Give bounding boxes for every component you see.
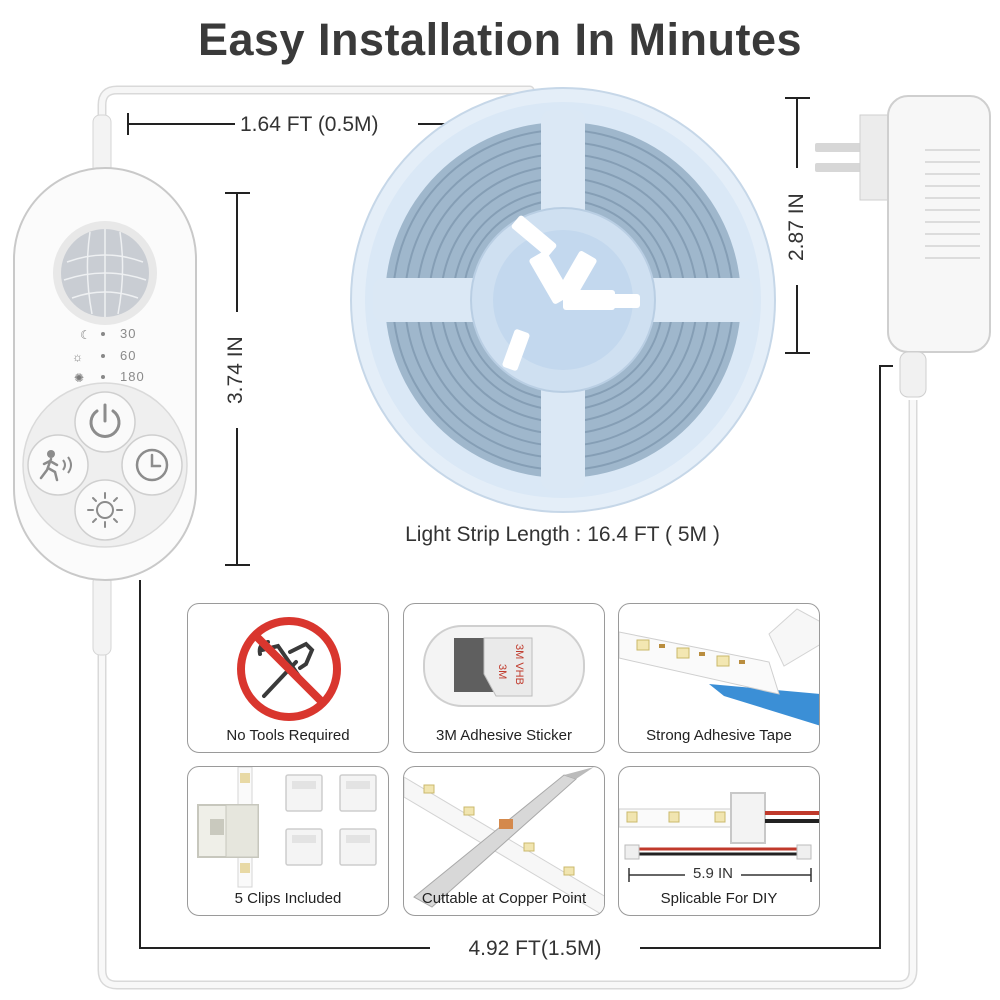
splice-icon (619, 792, 819, 882)
strip-length-label: Light Strip Length : 16.4 FT ( 5M ) (405, 523, 720, 546)
brightness-icon[interactable] (82, 487, 128, 533)
timer-option-60: 60 (120, 348, 137, 363)
timer-option-30: 30 (120, 326, 137, 341)
feature-card-splicable: 5.9 IN Splicable For DIY (618, 766, 820, 916)
adhesive-sticker-icon: 3M VHB 3M (423, 625, 585, 707)
splice-measure: 5.9 IN (685, 865, 742, 882)
feature-card-cuttable: Cuttable at Copper Point (403, 766, 605, 916)
adapter-height: 2.87 IN (785, 172, 808, 282)
svg-text:3M VHB: 3M VHB (513, 644, 525, 685)
controller-height: 3.74 IN (224, 316, 247, 424)
clock-icon[interactable] (129, 442, 175, 488)
svg-text:☼: ☼ (72, 350, 84, 364)
feature-card-3m-sticker: 3M VHB 3M 3M Adhesive Sticker (403, 603, 605, 753)
no-tools-icon (237, 617, 341, 721)
motion-sensor-icon[interactable] (35, 442, 81, 488)
power-adapter (815, 95, 991, 398)
feature-label: 3M Adhesive Sticker (436, 727, 572, 744)
feature-label: Splicable For DIY (660, 890, 778, 907)
feature-label: No Tools Required (226, 727, 350, 744)
svg-text:☾: ☾ (80, 328, 92, 342)
feature-label: Strong Adhesive Tape (646, 727, 792, 744)
cable-bottom-length: 4.92 FT(1.5M) (440, 938, 630, 959)
clips-icon (197, 767, 377, 888)
cut-icon (404, 767, 604, 915)
feature-card-clips: 5 Clips Included (187, 766, 389, 916)
feature-card-adhesive-tape: Strong Adhesive Tape (618, 603, 820, 753)
page-title: Easy Installation In Minutes (197, 14, 803, 65)
led-strip-reel (350, 87, 776, 513)
timer-option-180: 180 (120, 369, 145, 384)
feature-card-no-tools: No Tools Required (187, 603, 389, 753)
svg-text:3M: 3M (496, 664, 508, 679)
svg-text:✺: ✺ (74, 371, 85, 385)
remote-controller: ☾ ☼ ✺ (13, 167, 197, 581)
power-icon[interactable] (80, 397, 130, 447)
cable-top-length: 1.64 FT (0.5M) (240, 113, 379, 136)
feature-label: 5 Clips Included (234, 890, 342, 907)
feature-label: Cuttable at Copper Point (421, 890, 587, 907)
adhesive-tape-icon (619, 608, 819, 726)
